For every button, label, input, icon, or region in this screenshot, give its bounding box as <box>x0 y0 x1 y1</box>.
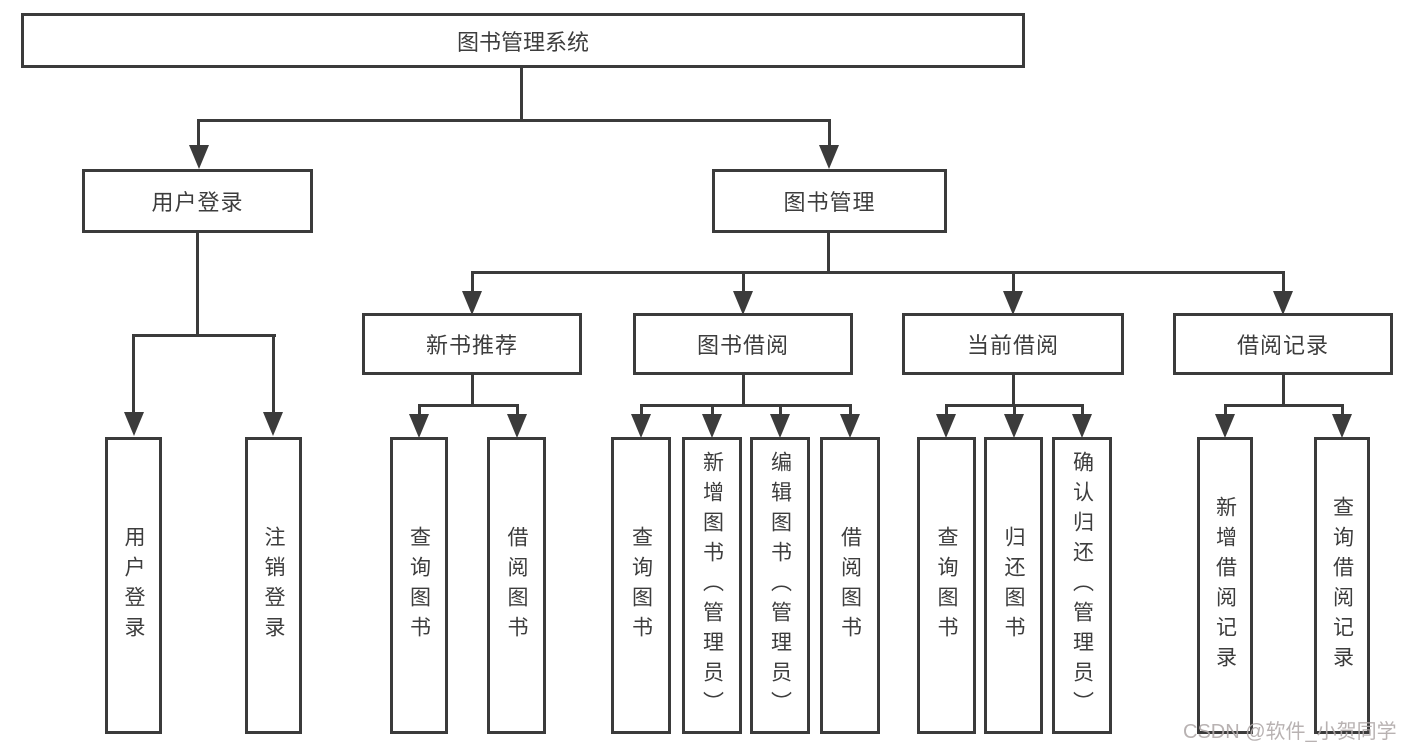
connector-hline <box>133 334 276 337</box>
node-root: 图书管理系统 <box>21 13 1025 68</box>
arrow-down-icon <box>189 145 209 169</box>
arrow-down-icon <box>936 414 956 438</box>
connector-vline <box>1081 404 1084 416</box>
leaf-return-books: 归还图书 <box>984 437 1043 734</box>
arrow-down-icon <box>462 291 482 315</box>
arrow-down-icon <box>1003 291 1023 315</box>
connector-vline <box>742 374 745 406</box>
connector-hline <box>197 119 831 122</box>
node-current-borrow: 当前借阅 <box>902 313 1124 375</box>
node-new-book-recommend-label: 新书推荐 <box>425 333 518 358</box>
connector-vline <box>471 271 474 293</box>
connector-hline <box>418 404 519 407</box>
connector-vline <box>196 233 199 336</box>
connector-vline <box>1282 374 1285 406</box>
connector-vline <box>272 334 275 412</box>
leaf-label: 归还图书 <box>1002 525 1025 646</box>
connector-vline <box>849 404 852 416</box>
leaf-add-borrow-record: 新增借阅记录 <box>1197 437 1253 734</box>
leaf-add-books-admin: 新增图书（管理员） <box>682 437 742 734</box>
connector-vline <box>132 334 135 412</box>
connector-hline <box>640 404 851 407</box>
node-book-management-label: 图书管理 <box>783 190 876 215</box>
leaf-query-books: 查询图书 <box>611 437 671 734</box>
connector-hline <box>1224 404 1343 407</box>
connector-vline <box>516 404 519 416</box>
csdn-watermark: CSDN @软件_小贺同学 <box>1183 721 1397 743</box>
connector-vline <box>197 119 200 147</box>
leaf-label: 新增借阅记录 <box>1213 495 1237 676</box>
node-user-login: 用户登录 <box>82 169 313 233</box>
leaf-label: 查询图书 <box>629 525 653 646</box>
leaf-label: 查询图书 <box>407 525 431 646</box>
arrow-down-icon <box>770 414 790 438</box>
leaf-label: 借阅图书 <box>505 525 528 646</box>
connector-vline <box>1282 271 1285 293</box>
arrow-down-icon <box>507 414 527 438</box>
node-book-borrow-label: 图书借阅 <box>696 333 789 358</box>
arrow-down-icon <box>702 414 722 438</box>
connector-vline <box>945 404 948 416</box>
leaf-label: 用户登录 <box>122 525 145 646</box>
arrow-down-icon <box>840 414 860 438</box>
arrow-down-icon <box>124 412 144 436</box>
leaf-query-current-books: 查询图书 <box>917 437 976 734</box>
node-new-book-recommend: 新书推荐 <box>362 313 582 375</box>
arrow-down-icon <box>1332 414 1352 438</box>
connector-vline <box>520 68 523 122</box>
connector-vline <box>471 374 474 406</box>
connector-vline <box>827 233 830 273</box>
leaf-borrow-books: 借阅图书 <box>820 437 880 734</box>
arrow-down-icon <box>733 291 753 315</box>
node-borrow-records: 借阅记录 <box>1173 313 1393 375</box>
connector-vline <box>418 404 421 416</box>
connector-vline <box>1341 404 1344 416</box>
leaf-label: 新增图书（管理员） <box>700 450 724 721</box>
node-borrow-records-label: 借阅记录 <box>1236 333 1329 358</box>
arrow-down-icon <box>409 414 429 438</box>
leaf-query-books-recommend: 查询图书 <box>390 437 448 734</box>
arrow-down-icon <box>1072 414 1092 438</box>
connector-vline <box>742 271 745 293</box>
connector-vline <box>779 404 782 416</box>
connector-vline <box>640 404 643 416</box>
node-root-label: 图书管理系统 <box>456 29 589 55</box>
connector-vline <box>1012 374 1015 406</box>
arrow-down-icon <box>1004 414 1024 438</box>
leaf-query-borrow-record: 查询借阅记录 <box>1314 437 1370 734</box>
leaf-user-login: 用户登录 <box>105 437 162 734</box>
leaf-borrow-books-recommend: 借阅图书 <box>487 437 546 734</box>
arrow-down-icon <box>263 412 283 436</box>
leaf-logout: 注销登录 <box>245 437 302 734</box>
leaf-label: 借阅图书 <box>838 525 862 646</box>
leaf-confirm-return-admin: 确认归还（管理员） <box>1052 437 1112 734</box>
connector-hline <box>471 271 1284 274</box>
arrow-down-icon <box>1215 414 1235 438</box>
leaf-label: 注销登录 <box>262 525 285 646</box>
node-book-management: 图书管理 <box>712 169 947 233</box>
connector-vline <box>711 404 714 416</box>
node-book-borrow: 图书借阅 <box>633 313 853 375</box>
connector-vline <box>1224 404 1227 416</box>
connector-vline <box>1013 404 1016 416</box>
leaf-label: 确认归还（管理员） <box>1070 450 1094 721</box>
arrow-down-icon <box>1273 291 1293 315</box>
leaf-label: 编辑图书（管理员） <box>768 450 792 721</box>
node-user-login-label: 用户登录 <box>151 190 244 215</box>
leaf-edit-books-admin: 编辑图书（管理员） <box>750 437 810 734</box>
leaf-label: 查询借阅记录 <box>1330 495 1354 676</box>
arrow-down-icon <box>631 414 651 438</box>
connector-vline <box>828 119 831 147</box>
node-current-borrow-label: 当前借阅 <box>966 333 1059 358</box>
arrow-down-icon <box>819 145 839 169</box>
leaf-label: 查询图书 <box>935 525 958 646</box>
connector-vline <box>1012 271 1015 293</box>
